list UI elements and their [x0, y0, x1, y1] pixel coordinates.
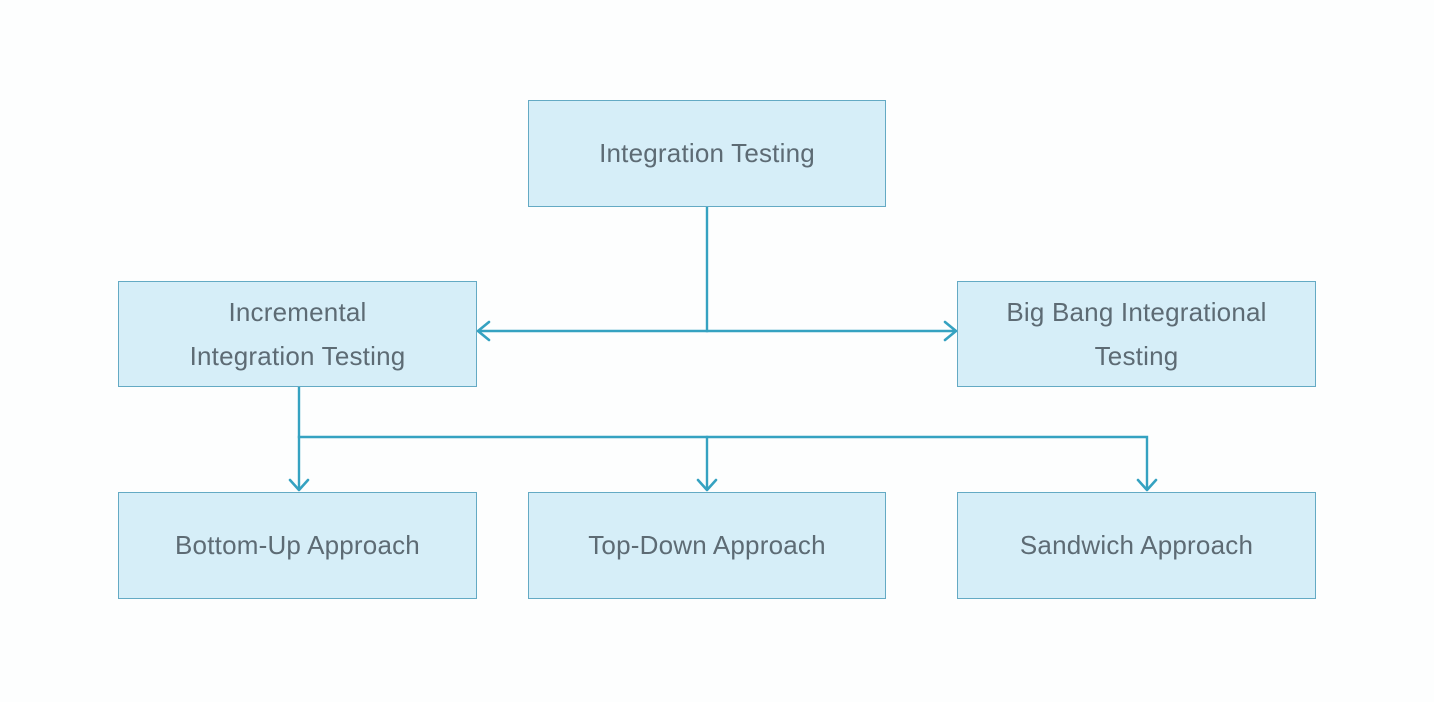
- node-top-down-approach: Top-Down Approach: [528, 492, 886, 599]
- edge-integration-to-level2: [476, 205, 958, 342]
- node-big-bang-integrational-testing: Big Bang Integrational Testing: [957, 281, 1316, 387]
- arrowhead-down-icon: [696, 478, 718, 492]
- node-label: Incremental Integration Testing: [189, 296, 406, 371]
- node-label: Big Bang Integrational Testing: [1006, 296, 1267, 371]
- node-sandwich-approach: Sandwich Approach: [957, 492, 1316, 599]
- arrowhead-right-icon: [943, 320, 958, 342]
- node-label: Sandwich Approach: [1019, 530, 1254, 561]
- node-incremental-integration-testing: Incremental Integration Testing: [118, 281, 477, 387]
- edge-incremental-to-level3: [288, 385, 1158, 492]
- node-label: Bottom-Up Approach: [175, 530, 420, 561]
- node-bottom-up-approach: Bottom-Up Approach: [118, 492, 477, 599]
- node-label: Integration Testing: [599, 138, 815, 169]
- arrowhead-down-icon: [288, 478, 310, 492]
- arrowhead-down-icon: [1136, 478, 1158, 492]
- arrowhead-left-icon: [476, 320, 491, 342]
- node-label: Top-Down Approach: [588, 530, 826, 561]
- node-integration-testing: Integration Testing: [528, 100, 886, 207]
